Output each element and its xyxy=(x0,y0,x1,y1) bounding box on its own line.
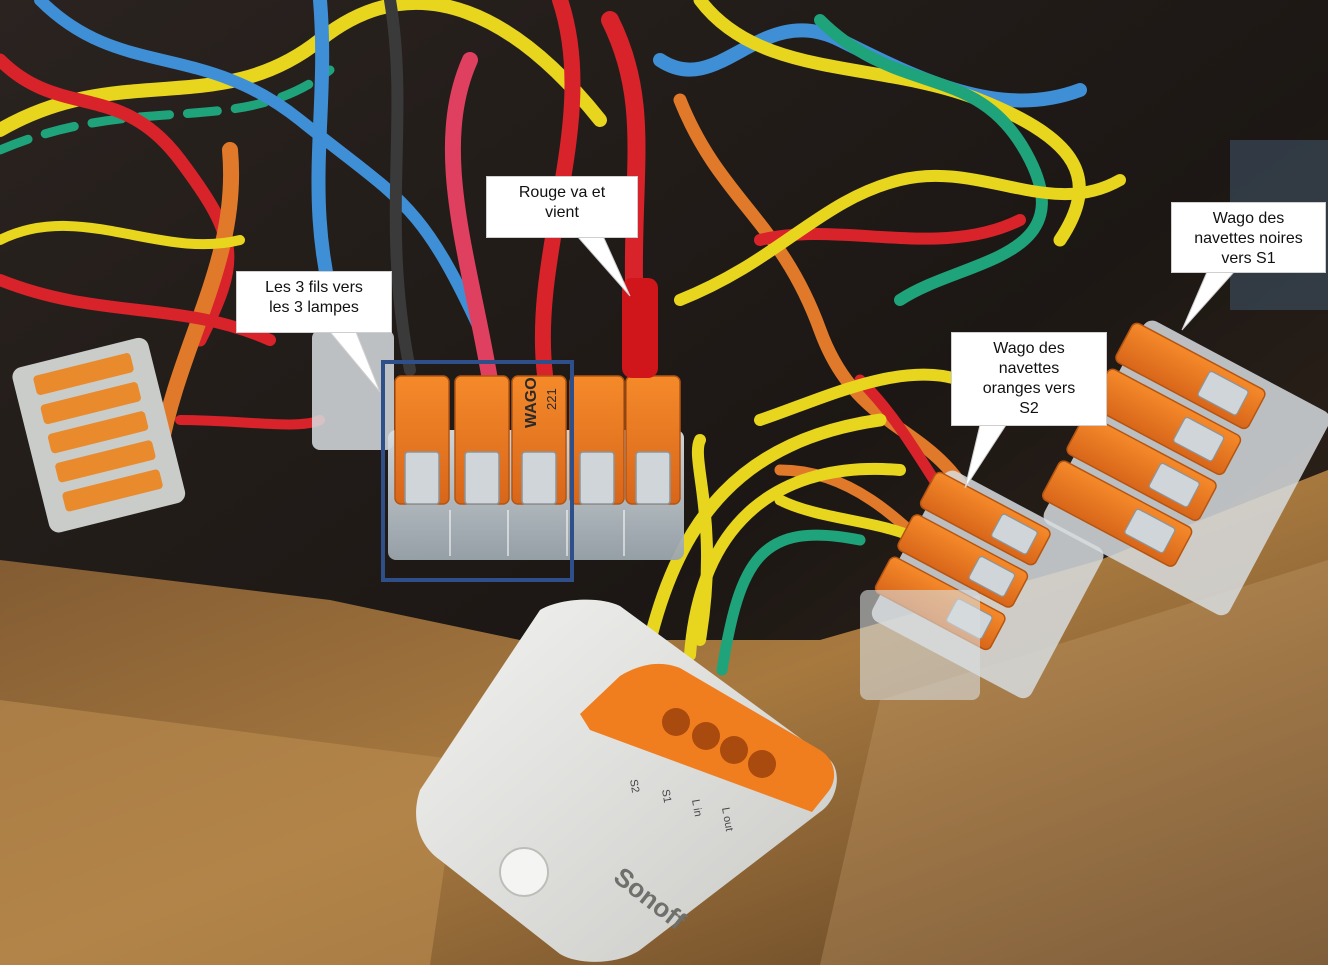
wago-221-main: WAGO 221 xyxy=(388,375,684,560)
wago-grey-left xyxy=(12,337,186,533)
callout-oranges-line3: oranges vers xyxy=(982,380,1076,397)
callout-noires-line2: navettes noires xyxy=(1194,230,1303,247)
callout-wago-navettes-noires: Wago des navettes noires vers S1 xyxy=(1171,202,1326,273)
callout-noires-line3: vers S1 xyxy=(1221,250,1276,267)
terminal-label-lout: L out xyxy=(719,806,735,832)
wire-bundle xyxy=(0,0,1126,676)
wago-brand-text: WAGO xyxy=(523,377,540,428)
callout-rouge-va-et-vient: Rouge va et vient xyxy=(486,176,638,238)
wood-highlight xyxy=(0,700,460,965)
terminal-holes xyxy=(662,708,776,778)
callout-oranges-line2: navettes xyxy=(998,360,1060,377)
terminal-label-s1: S1 xyxy=(659,788,673,803)
callout-noires-line1: Wago des xyxy=(1212,210,1285,227)
callout-oranges-line1: Wago des xyxy=(993,340,1065,357)
callout-lampes-line2: les 3 lampes xyxy=(269,299,359,316)
callout-rouge-line1: Rouge va et xyxy=(518,184,606,201)
wago-model-text: 221 xyxy=(544,388,559,410)
sonoff-device: S2 S1 L in L out Sonoff xyxy=(416,599,837,962)
clear-connector xyxy=(312,330,394,450)
highlight-box xyxy=(381,360,574,582)
sonoff-button xyxy=(499,847,549,897)
terminal-label-s2: S2 xyxy=(627,778,641,793)
wood-highlight-right xyxy=(820,560,1328,965)
clear-connector-right xyxy=(860,590,980,700)
callout-lampes-line1: Les 3 fils vers xyxy=(265,279,363,296)
callout-rouge-line2: vient xyxy=(545,204,579,221)
callout-3-fils-lampes: Les 3 fils vers les 3 lampes xyxy=(236,271,392,333)
callout-oranges-line4: S2 xyxy=(1019,400,1039,417)
terminal-label-lin: L in xyxy=(689,798,704,817)
callout-wago-navettes-oranges: Wago des navettes oranges vers S2 xyxy=(951,332,1107,426)
red-sleeve xyxy=(622,278,658,378)
